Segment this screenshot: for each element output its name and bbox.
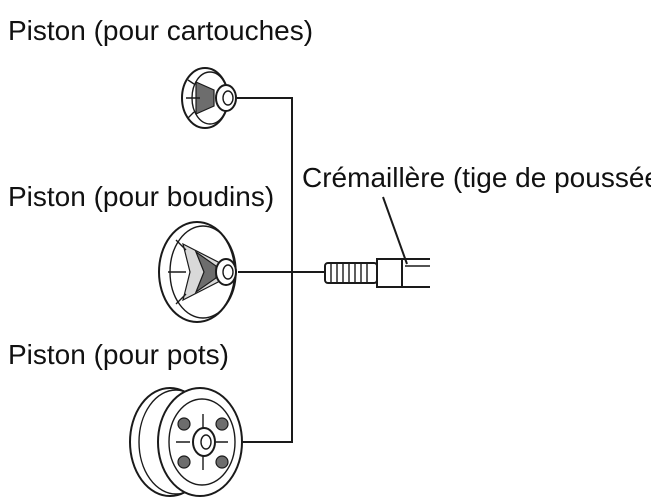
pot-piston-hub: [192, 427, 216, 457]
rack-threaded-tip: [324, 262, 378, 284]
sausage-piston-part: [158, 221, 237, 323]
sausage-piston-fins: [182, 242, 223, 302]
cartridge-piston-part: [181, 67, 237, 129]
connector-lines: [237, 97, 408, 443]
label-cartridge-piston: Piston (pour cartouches): [8, 15, 313, 46]
pot-piston-hole: [177, 417, 191, 431]
pot-piston-part: [129, 387, 243, 497]
cartridge-piston-ribs: [195, 81, 215, 115]
bracket-line: [237, 97, 293, 443]
rack-collar: [376, 258, 403, 288]
label-sausage-piston: Piston (pour boudins): [8, 181, 274, 212]
label-pot-piston: Piston (pour pots): [8, 339, 229, 370]
rack-leader-line: [382, 196, 408, 265]
label-rack: Crémaillère (tige de poussée): [302, 162, 651, 193]
rack-part: [324, 258, 430, 288]
